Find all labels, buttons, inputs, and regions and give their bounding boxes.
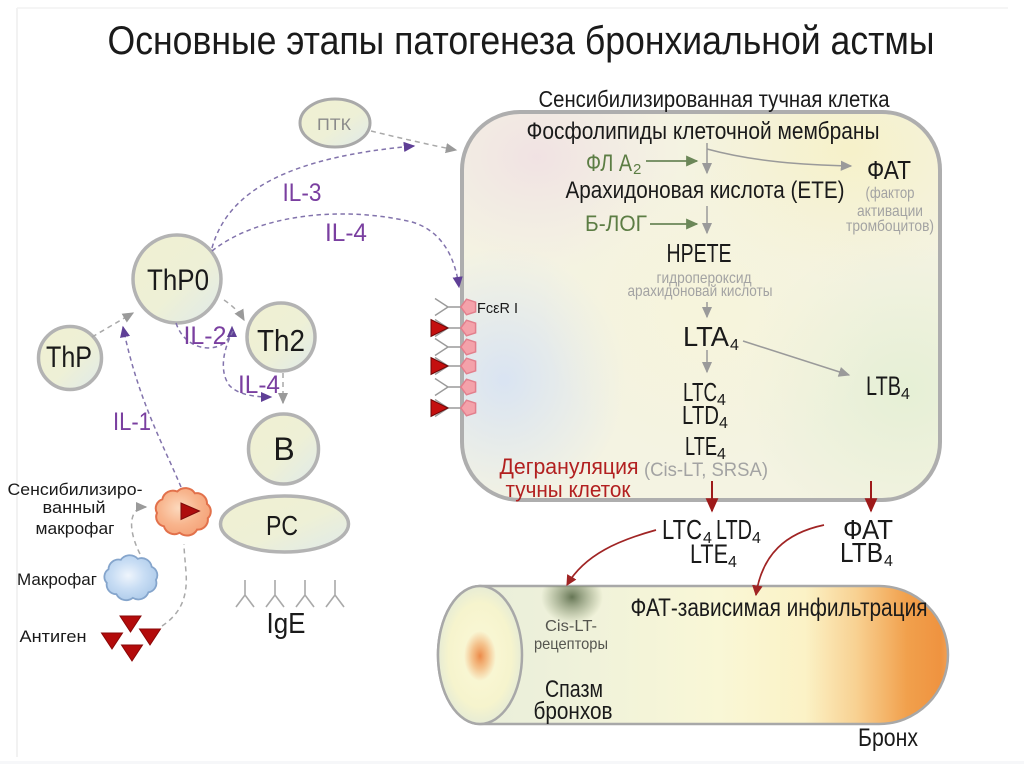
svg-text:Th2: Th2 — [257, 323, 305, 358]
svg-text:4: 4 — [884, 553, 893, 570]
svg-text:IL-2: IL-2 — [184, 322, 227, 350]
svg-text:4: 4 — [752, 530, 761, 547]
svg-text:LTB: LTB — [840, 537, 883, 568]
svg-text:LTE: LTE — [685, 431, 717, 461]
svg-text:ванный: ванный — [43, 498, 106, 517]
svg-text:LTC: LTC — [662, 514, 702, 545]
svg-text:4: 4 — [730, 337, 739, 354]
svg-text:(Cis-LT, SRSA): (Cis-LT, SRSA) — [644, 460, 768, 481]
svg-text:ПТК: ПТК — [317, 115, 351, 134]
svg-text:Сенсибилизированная тучная кле: Сенсибилизированная тучная клетка — [539, 86, 890, 112]
svg-text:4: 4 — [901, 386, 910, 403]
svg-text:4: 4 — [728, 554, 737, 571]
svg-text:макрофаг: макрофаг — [36, 519, 115, 538]
svg-text:4: 4 — [717, 392, 726, 409]
svg-text:LTE: LTE — [690, 539, 728, 569]
svg-text:тромбоцитов): тромбоцитов) — [846, 218, 934, 235]
svg-text:тучны клеток: тучны клеток — [506, 477, 631, 502]
svg-text:Основные этапы патогенеза брон: Основные этапы патогенеза бронхиальной а… — [108, 19, 935, 63]
svg-text:PC: PC — [266, 510, 298, 541]
svg-text:FcεR I: FcεR I — [477, 300, 518, 317]
svg-text:(фактор: (фактор — [866, 185, 915, 202]
svg-text:4: 4 — [703, 530, 712, 547]
svg-text:IgE: IgE — [267, 608, 306, 640]
svg-text:4: 4 — [719, 415, 728, 432]
svg-text:LTD: LTD — [682, 400, 719, 430]
svg-text:Б-ЛОГ: Б-ЛОГ — [585, 211, 647, 236]
svg-text:IL-3: IL-3 — [283, 179, 322, 207]
svg-text:ThP: ThP — [46, 341, 92, 374]
svg-text:2: 2 — [633, 161, 641, 178]
svg-text:арахидоновай кислоты: арахидоновай кислоты — [628, 283, 773, 300]
svg-text:Дегрануляция: Дегрануляция — [500, 454, 639, 479]
svg-text:Макрофаг: Макрофаг — [17, 570, 97, 589]
svg-text:IL-4: IL-4 — [325, 219, 367, 247]
svg-text:рецепторы: рецепторы — [534, 636, 608, 653]
svg-text:B: B — [273, 431, 294, 467]
svg-text:IL-1: IL-1 — [113, 408, 151, 436]
svg-text:ФАТ: ФАТ — [867, 155, 911, 185]
svg-text:LTB: LTB — [866, 371, 901, 401]
svg-text:ThP0: ThP0 — [147, 264, 209, 297]
svg-text:ФЛ А: ФЛ А — [586, 150, 632, 177]
svg-text:4: 4 — [717, 446, 726, 463]
svg-text:Бронх: Бронх — [858, 724, 918, 752]
svg-text:LTD: LTD — [716, 514, 752, 545]
svg-text:активации: активации — [857, 203, 923, 220]
svg-text:Спазм: Спазм — [545, 676, 603, 703]
svg-text:ФАТ: ФАТ — [843, 514, 893, 545]
svg-text:Сенсибилизиро-: Сенсибилизиро- — [8, 480, 143, 499]
svg-text:LTC: LTC — [683, 377, 717, 407]
svg-text:ФАТ-зависимая инфильтрация: ФАТ-зависимая инфильтрация — [631, 594, 928, 622]
svg-text:бронхов: бронхов — [534, 698, 613, 725]
svg-text:Cis-LT-: Cis-LT- — [545, 618, 597, 635]
svg-text:Арахидоновая кислота (ЕТЕ): Арахидоновая кислота (ЕТЕ) — [566, 177, 845, 204]
svg-text:гидропероксид: гидропероксид — [657, 270, 753, 287]
svg-text:Антиген: Антиген — [20, 627, 87, 646]
svg-text:Фосфолипиды клеточной мембраны: Фосфолипиды клеточной мембраны — [527, 118, 880, 145]
svg-text:LTA: LTA — [683, 321, 729, 352]
svg-text:НРЕТЕ: НРЕТЕ — [667, 238, 732, 268]
svg-text:IL-4: IL-4 — [238, 371, 280, 399]
